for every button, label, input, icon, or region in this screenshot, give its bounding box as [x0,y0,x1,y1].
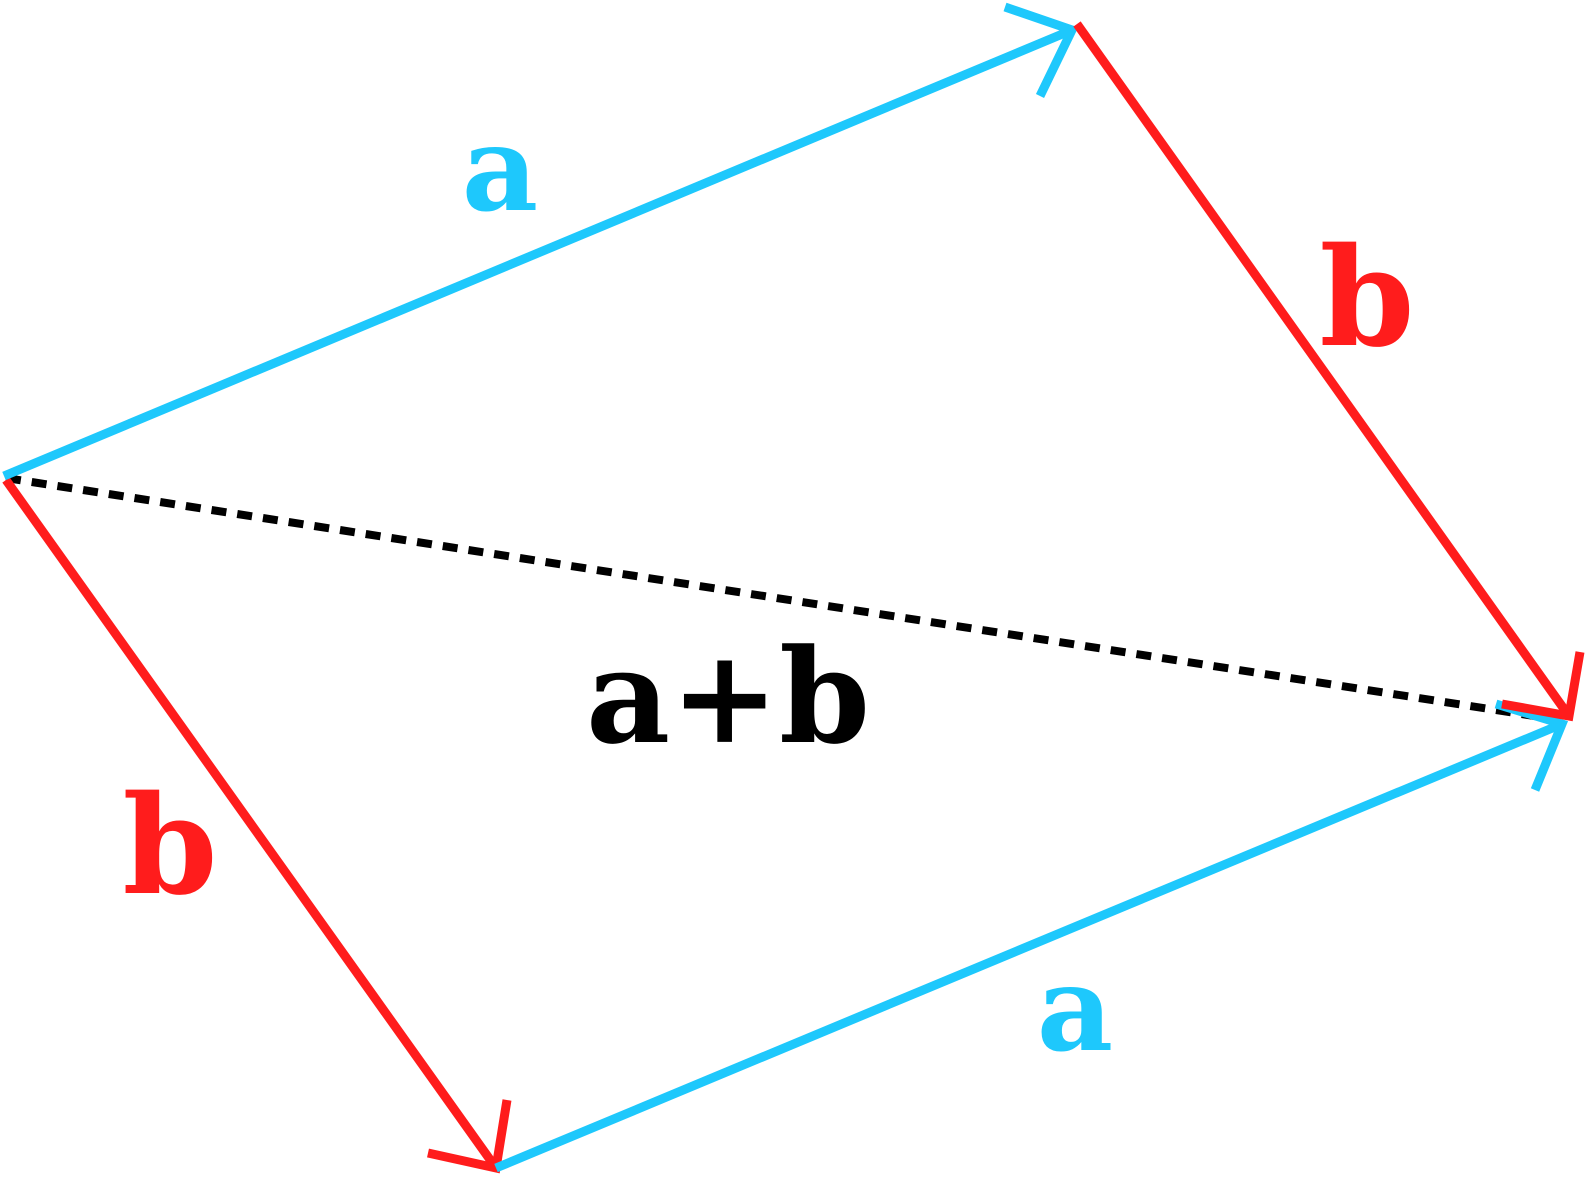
vector-b-right-line [1073,21,1573,719]
vector-b-left-label: b [122,766,217,926]
vector-a-top-arrowhead [1003,2,1079,98]
vector-b-left-line [2,477,500,1171]
vector-sum-line [5,474,1561,724]
vector-a-top-label: a [462,99,538,238]
vector-a-bottom-label: a [1037,939,1113,1078]
vector-b-right-label: b [1319,218,1414,378]
vector-a-bottom-line [494,719,1564,1173]
vector-a-top-line [2,25,1074,481]
vector-sum-label: a+b [586,620,870,773]
vector-b-right-arrowhead [1501,651,1585,722]
